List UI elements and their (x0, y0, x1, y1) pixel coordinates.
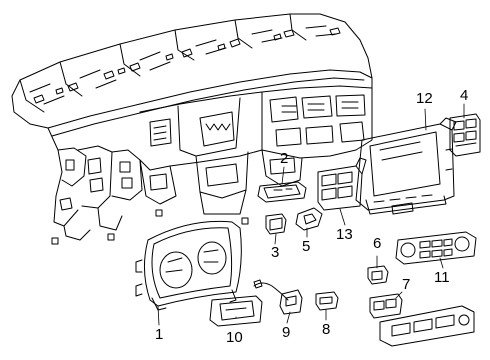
leader-line-9 (286, 311, 291, 324)
callout-4: 4 (460, 87, 469, 104)
leader-line-2 (281, 166, 285, 185)
leader-line-11 (439, 257, 444, 269)
usb-port (315, 291, 339, 311)
leader-line-3 (274, 233, 277, 245)
small-switch-3 (265, 213, 287, 235)
callout-3: 3 (271, 244, 280, 261)
callout-1: 1 (155, 326, 164, 343)
hazard-switch (295, 207, 323, 231)
heated-seat-switch (369, 293, 403, 319)
climate-control-panel (395, 231, 477, 265)
callout-11: 11 (434, 269, 450, 286)
small-switch-6 (367, 265, 389, 285)
leader-line-1 (157, 305, 160, 326)
center-switch-bank (317, 157, 367, 211)
leader-line-13 (339, 208, 346, 226)
leader-line-12 (424, 108, 427, 131)
lower-console-panel (379, 305, 475, 347)
wireless-charger (209, 295, 263, 327)
instrument-cluster (135, 220, 242, 311)
callout-13: 13 (336, 226, 353, 243)
callout-7: 7 (402, 276, 411, 293)
cluster-switch (257, 181, 307, 203)
dashboard-frame (11, 13, 373, 245)
side-switch-panel (449, 113, 481, 157)
callout-10: 10 (226, 329, 243, 346)
callout-9: 9 (282, 324, 291, 341)
display-radio-unit (355, 117, 457, 215)
callout-12: 12 (416, 90, 433, 107)
leader-lines (157, 103, 465, 326)
callout-8: 8 (322, 321, 331, 338)
callout-5: 5 (302, 238, 311, 255)
callout-6: 6 (373, 235, 382, 252)
callout-2: 2 (280, 150, 289, 167)
wiring-connector (253, 279, 303, 315)
leader-line-7 (395, 291, 403, 299)
